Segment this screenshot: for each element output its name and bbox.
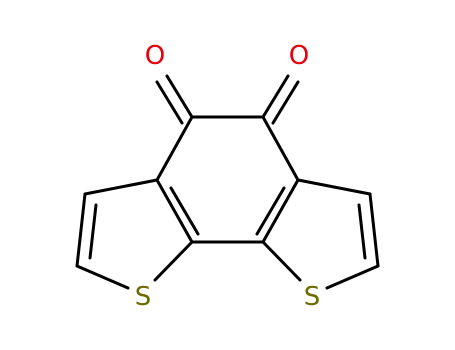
- bond-c3-c5-inner: [169, 186, 200, 236]
- bond-c3-c7: [83, 178, 159, 196]
- bond-c2-c4: [261, 115, 300, 182]
- bond-c7-c8-inner: [88, 203, 98, 260]
- bond-c4-c9: [296, 178, 372, 196]
- bond-c4-c6: [261, 178, 300, 244]
- atom-labels: O O S S: [135, 41, 321, 312]
- bond-c2-o2-b: [271, 80, 300, 125]
- bond-c3-c5: [155, 178, 194, 244]
- bond-c1-o1-b: [155, 80, 184, 125]
- bond-c9-c10-inner: [357, 203, 367, 260]
- bond-c8-s1: [75, 264, 130, 290]
- bond-s2-c6: [261, 240, 302, 282]
- bond-c7-c8: [75, 192, 87, 268]
- bond-s1-c5: [153, 240, 194, 282]
- oxygen-label-right: O: [289, 41, 309, 71]
- bond-c10-s2: [325, 264, 380, 290]
- bond-c1-o1-a: [165, 74, 194, 119]
- bond-c2-o2-a: [261, 74, 290, 119]
- bond-c1-c3: [155, 115, 194, 182]
- bond-group: [75, 74, 380, 290]
- bond-c4-c6-inner: [255, 186, 286, 236]
- sulfur-label-left: S: [135, 282, 152, 312]
- oxygen-label-left: O: [145, 41, 165, 71]
- bond-c9-c10: [368, 192, 380, 268]
- sulfur-label-right: S: [304, 282, 321, 312]
